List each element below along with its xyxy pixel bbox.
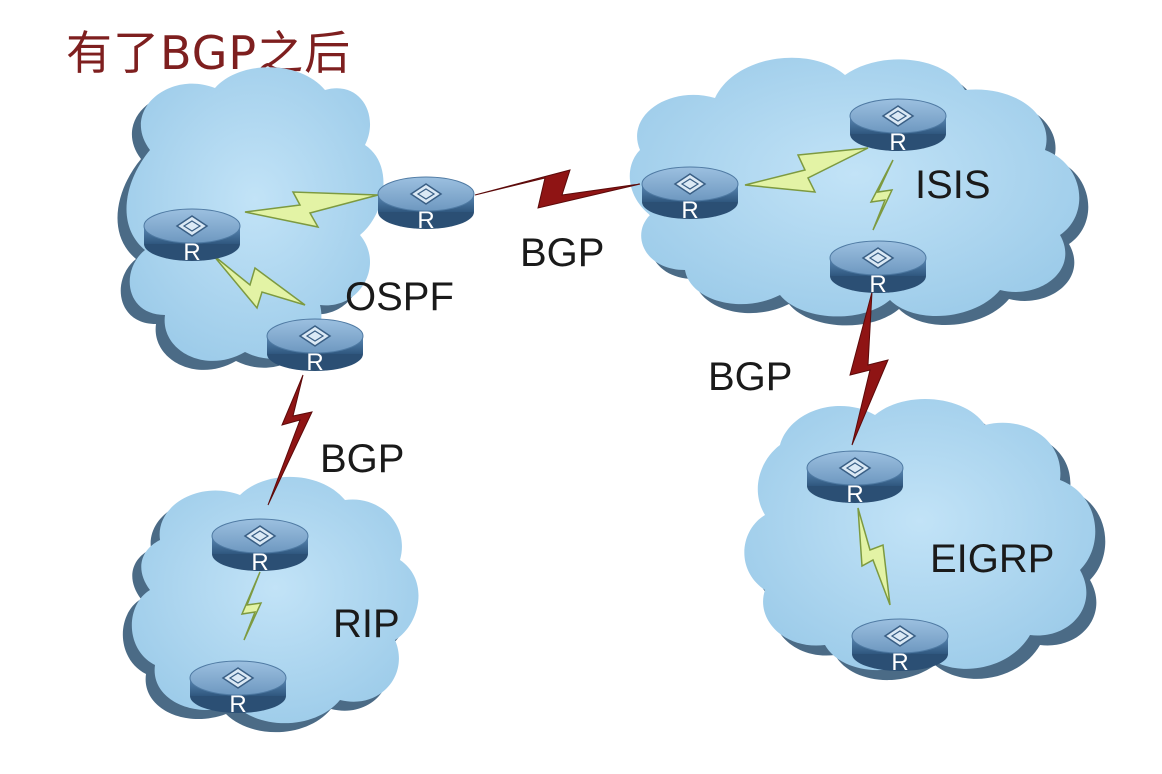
igp-link-isis-1 bbox=[744, 147, 869, 193]
igp-link-ospf-2 bbox=[212, 254, 306, 310]
network-label-isis: ISIS bbox=[915, 163, 991, 207]
bgp-label-isis-eigrp: BGP bbox=[708, 355, 792, 399]
network-label-ospf: OSPF bbox=[345, 275, 454, 319]
bgp-label-ospf-isis: BGP bbox=[520, 231, 604, 275]
bgp-link-isis-eigrp bbox=[849, 291, 889, 446]
router-label: R bbox=[229, 691, 246, 718]
router-label: R bbox=[891, 649, 908, 676]
igp-link-isis-2 bbox=[869, 159, 894, 231]
bgp-link-ospf-isis bbox=[474, 169, 641, 209]
router-label: R bbox=[306, 349, 323, 376]
router-label: R bbox=[889, 129, 906, 156]
router-label: R bbox=[417, 207, 434, 234]
router-ospf-left: R bbox=[143, 208, 241, 266]
bgp-label-ospf-rip: BGP bbox=[320, 437, 404, 481]
igp-link-rip bbox=[240, 571, 263, 641]
diagram-title: 有了BGP之后 bbox=[66, 26, 352, 80]
router-ospf-bottom: R bbox=[266, 318, 364, 376]
network-label-eigrp: EIGRP bbox=[930, 537, 1054, 581]
router-eigrp-bottom: R bbox=[851, 618, 949, 676]
router-label: R bbox=[251, 549, 268, 576]
network-label-rip: RIP bbox=[333, 602, 400, 646]
router-rip-bottom: R bbox=[189, 660, 287, 718]
router-isis-bottom: R bbox=[829, 240, 927, 298]
router-rip-top: R bbox=[211, 518, 309, 576]
router-label: R bbox=[869, 271, 886, 298]
igp-link-eigrp bbox=[857, 507, 891, 606]
router-isis-left: R bbox=[641, 166, 739, 224]
bgp-link-ospf-rip bbox=[267, 374, 313, 506]
router-label: R bbox=[183, 239, 200, 266]
router-label: R bbox=[681, 197, 698, 224]
router-eigrp-top: R bbox=[806, 450, 904, 508]
router-ospf-top: R bbox=[377, 176, 475, 234]
router-label: R bbox=[846, 481, 863, 508]
router-isis-top: R bbox=[849, 98, 947, 156]
